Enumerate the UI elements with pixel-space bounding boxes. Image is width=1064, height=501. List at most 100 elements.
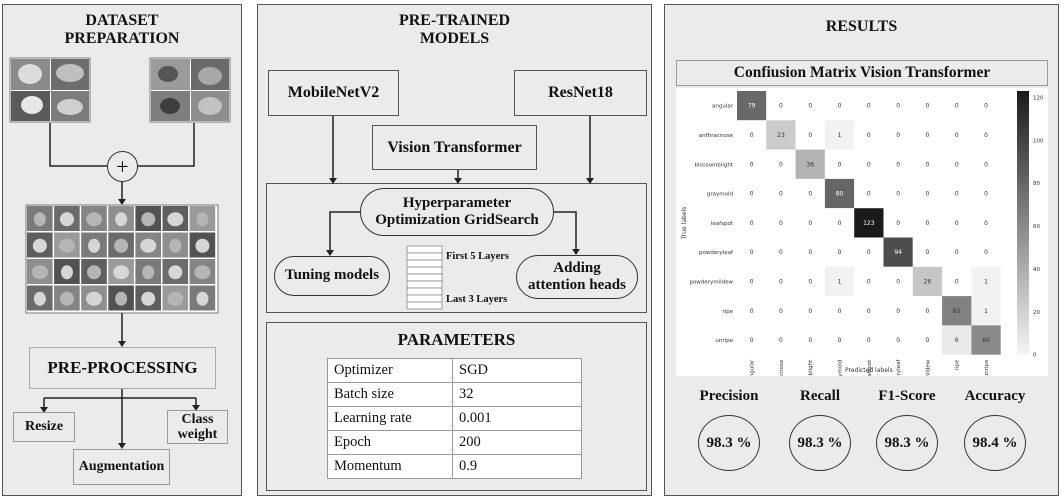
matrix-cell bbox=[795, 266, 825, 297]
matrix-col-label: unripe bbox=[984, 359, 990, 376]
combined-dataset-grid bbox=[25, 204, 219, 314]
matrix-cell-label: 0 bbox=[955, 249, 959, 256]
matrix-cell bbox=[766, 208, 796, 238]
matrix-cell bbox=[795, 149, 825, 179]
matrix-cell-label: 0 bbox=[896, 161, 900, 168]
matrix-cell-label: 0 bbox=[838, 220, 842, 227]
matrix-cell-label: 0 bbox=[808, 308, 812, 315]
matrix-cell bbox=[942, 178, 972, 209]
metric-label: Precision bbox=[699, 388, 759, 404]
matrix-cell bbox=[737, 237, 767, 267]
matrix-cell-label: 0 bbox=[867, 132, 871, 139]
matrix-cell bbox=[971, 296, 1001, 326]
matrix-cell bbox=[883, 237, 913, 267]
matrix-cell bbox=[971, 120, 1001, 150]
matrix-cell-label: 0 bbox=[779, 191, 783, 198]
colorbar-tick-label: 0 bbox=[1033, 353, 1037, 359]
class-weight-line1: Class bbox=[181, 411, 214, 427]
matrix-cell-label: 0 bbox=[955, 191, 959, 198]
matrix-cell bbox=[942, 237, 972, 267]
matrix-cell-label: 0 bbox=[896, 220, 900, 227]
matrix-cell bbox=[912, 149, 943, 179]
matrix-cell-label: 0 bbox=[808, 337, 812, 344]
matrix-cell-label: 0 bbox=[896, 191, 900, 198]
matrix-cell-label: 0 bbox=[867, 308, 871, 315]
matrix-cell-label: 0 bbox=[750, 337, 754, 344]
matrix-cell-label: 0 bbox=[808, 132, 812, 139]
matrix-cell bbox=[824, 237, 855, 267]
matrix-row-label: powderymildew bbox=[689, 279, 733, 285]
hyperparameter-pill: Hyperparameter Optimization GridSearch bbox=[360, 188, 554, 236]
adding-heads-pill: Adding attention heads bbox=[516, 255, 638, 299]
matrix-cell bbox=[971, 325, 1001, 355]
matrix-cell-label: 60 bbox=[982, 337, 990, 344]
resnet-box: ResNet18 bbox=[514, 70, 647, 116]
matrix-cell bbox=[942, 266, 972, 297]
parameter-name: Optimizer bbox=[327, 358, 453, 383]
matrix-cell bbox=[854, 237, 884, 267]
matrix-cell bbox=[942, 296, 972, 326]
matrix-cell-label: 0 bbox=[808, 278, 812, 285]
matrix-cell-label: 0 bbox=[955, 278, 959, 285]
matrix-cell bbox=[766, 296, 796, 326]
connector-a bbox=[49, 123, 107, 167]
preprocessing-box: PRE-PROCESSING bbox=[29, 347, 216, 389]
augmentation-box: Augmentation bbox=[73, 449, 170, 485]
class-weight-line2: weight bbox=[177, 427, 218, 442]
matrix-cell-label: 0 bbox=[867, 103, 871, 110]
matrix-cell bbox=[912, 325, 943, 355]
dataset-title-line1: DATASET bbox=[85, 12, 159, 29]
matrix-cell-label: 0 bbox=[926, 103, 930, 110]
matrix-cell bbox=[912, 208, 943, 238]
matrix-cell-label: 0 bbox=[926, 191, 930, 198]
metric-label: Recall bbox=[800, 388, 840, 404]
matrix-cell bbox=[766, 266, 796, 297]
connector-b bbox=[138, 123, 195, 167]
matrix-cell-label: 0 bbox=[955, 103, 959, 110]
matrix-cell bbox=[912, 237, 943, 267]
matrix-cell bbox=[883, 208, 913, 238]
matrix-col-label: ripe bbox=[955, 359, 961, 370]
matrix-xlabel: Predicted labels bbox=[845, 367, 893, 374]
matrix-cell-label: 0 bbox=[779, 103, 783, 110]
parameter-name: Epoch bbox=[327, 430, 453, 455]
matrix-cell-label: 0 bbox=[896, 337, 900, 344]
matrix-cell-label: 0 bbox=[984, 220, 988, 227]
matrix-cell bbox=[766, 178, 796, 209]
matrix-cell bbox=[795, 178, 825, 209]
parameter-value: 200 bbox=[452, 430, 582, 455]
metric-label: Accuracy bbox=[964, 388, 1026, 404]
matrix-cell bbox=[737, 296, 767, 326]
matrix-cell bbox=[766, 91, 796, 121]
matrix-cell-label: 0 bbox=[926, 161, 930, 168]
matrix-cell-label: 0 bbox=[779, 278, 783, 285]
matrix-row-label: ripe bbox=[722, 309, 733, 315]
matrix-cell-label: 0 bbox=[838, 161, 842, 168]
matrix-cell bbox=[912, 91, 943, 121]
matrix-cell bbox=[971, 208, 1001, 238]
matrix-cell bbox=[942, 208, 972, 238]
matrix-cell-label: 0 bbox=[838, 103, 842, 110]
matrix-cell-label: 0 bbox=[779, 308, 783, 315]
matrix-cell bbox=[824, 178, 855, 209]
matrix-cell bbox=[942, 120, 972, 150]
matrix-cell bbox=[766, 149, 796, 179]
matrix-cell-label: 0 bbox=[867, 191, 871, 198]
matrix-cell-label: 0 bbox=[896, 308, 900, 315]
matrix-cell-label: 0 bbox=[750, 132, 754, 139]
matrix-cell-label: 0 bbox=[779, 161, 783, 168]
matrix-cell bbox=[971, 178, 1001, 209]
parameter-value: 0.9 bbox=[452, 454, 582, 479]
matrix-cell-label: 0 bbox=[984, 249, 988, 256]
matrix-col-label: blossomblight bbox=[808, 359, 814, 376]
models-title-line1: PRE-TRAINED bbox=[398, 12, 511, 29]
resize-box: Resize bbox=[13, 412, 75, 442]
matrix-col-label: powderyleaf bbox=[896, 359, 902, 376]
matrix-row-label: powderyleaf bbox=[699, 250, 734, 256]
matrix-row-label: angular bbox=[712, 104, 734, 110]
hyper-line1: Hyperparameter bbox=[402, 194, 512, 211]
